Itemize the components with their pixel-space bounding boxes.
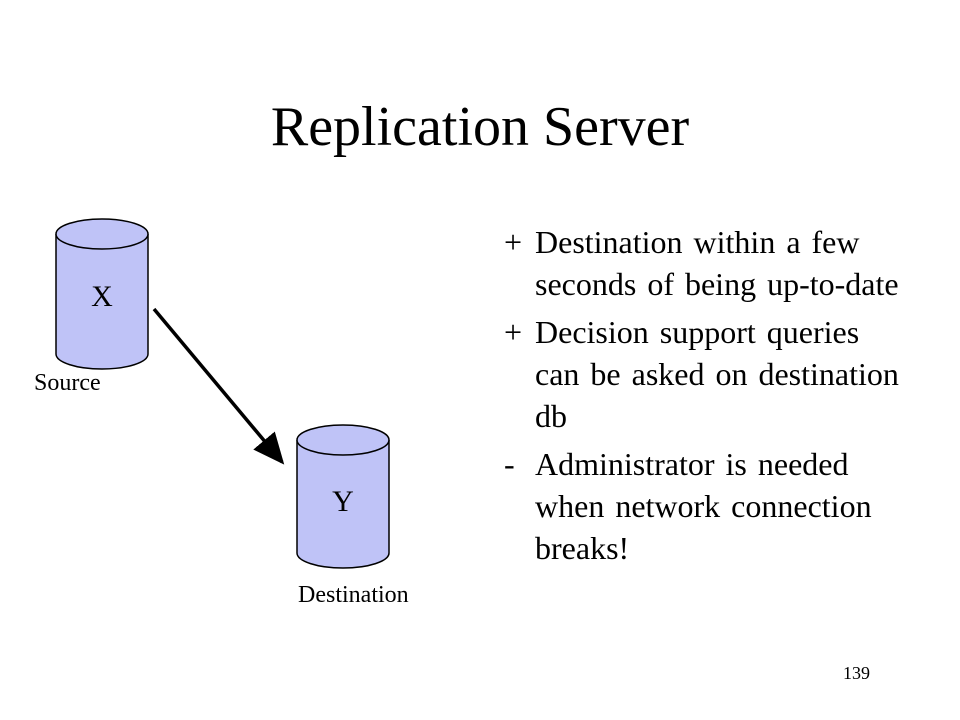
source-caption: Source (34, 370, 101, 396)
destination-caption: Destination (298, 582, 409, 608)
minus-marker: - (504, 446, 515, 482)
bullet-list: + Destination within a few seconds of be… (504, 221, 904, 575)
bullet-item: + Destination within a few seconds of be… (504, 221, 904, 305)
bullet-text: Administrator is needed when network con… (535, 446, 872, 566)
plus-marker: + (504, 314, 523, 350)
page-number: 139 (843, 663, 870, 683)
destination-database-icon: Y (296, 424, 390, 569)
bullet-text: Decision support queries can be asked on… (535, 314, 899, 434)
source-database-icon: X (55, 218, 149, 370)
bullet-item: - Administrator is needed when network c… (504, 443, 904, 569)
destination-db-label: Y (332, 485, 354, 518)
bullet-item: + Decision support queries can be asked … (504, 311, 904, 437)
replication-arrow (152, 307, 285, 465)
bullet-text: Destination within a few seconds of bein… (535, 224, 899, 302)
plus-marker: + (504, 224, 523, 260)
slide-title: Replication Server (270, 96, 690, 158)
source-db-label: X (91, 280, 113, 313)
